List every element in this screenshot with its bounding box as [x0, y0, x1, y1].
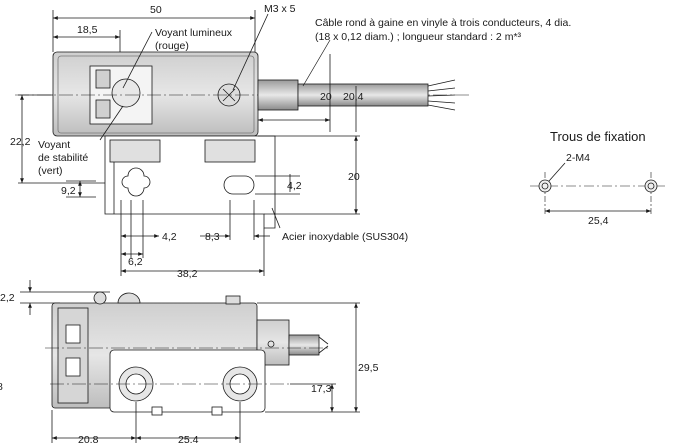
dim-hole-spacing: 4,2 [162, 231, 177, 243]
dim-bracket-width: 38,2 [177, 268, 198, 280]
dim-cable-a: 20 [320, 91, 332, 103]
side-view [20, 280, 360, 443]
dim-left-offset: 18,5 [77, 24, 98, 36]
hole-left-icon [538, 179, 552, 193]
dim-cable-b: 20,4 [343, 91, 364, 103]
label-stability-line2: de stabilité [38, 152, 88, 164]
dim-hole-offset: 9,2 [61, 185, 76, 197]
label-power-led-line2: (rouge) [155, 40, 189, 52]
dim-slot-pos: 6,2 [128, 256, 143, 268]
top-view-labels: 50 18,5 M3 x 5 Câble rond à gaine en vin… [10, 3, 571, 280]
hole-right-icon [644, 179, 658, 193]
mounting-holes [530, 162, 665, 216]
dim-top: 2,2 [0, 292, 15, 304]
dim-height-left: 22,2 [10, 136, 31, 148]
dim-mount-height: 17,3 [311, 383, 332, 395]
cable [297, 83, 429, 107]
label-cable-line1: Câble rond à gaine en vinyle à trois con… [315, 17, 571, 29]
dim-slot-height: 4,2 [287, 180, 302, 192]
dim-total-height: 29,5 [358, 362, 379, 374]
label-stability-line1: Voyant [38, 139, 70, 151]
label-holes: 2-M4 [566, 152, 590, 164]
label-stability-line3: (vert) [38, 165, 63, 177]
label-material: Acier inoxydable (SUS304) [282, 231, 408, 243]
dim-left-cut: 8 [0, 381, 3, 393]
dim-bottom-left: 20,8 [78, 434, 99, 443]
top-view [15, 10, 470, 276]
dim-overall-width: 50 [150, 4, 162, 16]
dim-slot-width: 8,3 [205, 231, 220, 243]
side-view-labels: 2,2 29,5 17,3 8 20,8 25,4 [0, 292, 379, 443]
dim-bracket-height: 20 [348, 171, 360, 183]
mounting-holes-labels: Trous de fixation 2-M4 25,4 [550, 129, 646, 227]
mounting-title: Trous de fixation [550, 129, 646, 144]
label-screw: M3 x 5 [264, 3, 296, 15]
label-power-led-line1: Voyant lumineux [155, 27, 233, 39]
dim-bottom-spacing: 25,4 [178, 434, 199, 443]
dim-mounting-spacing: 25,4 [588, 215, 609, 227]
label-cable-line2: (18 x 0,12 diam.) ; longueur standard : … [315, 31, 522, 43]
